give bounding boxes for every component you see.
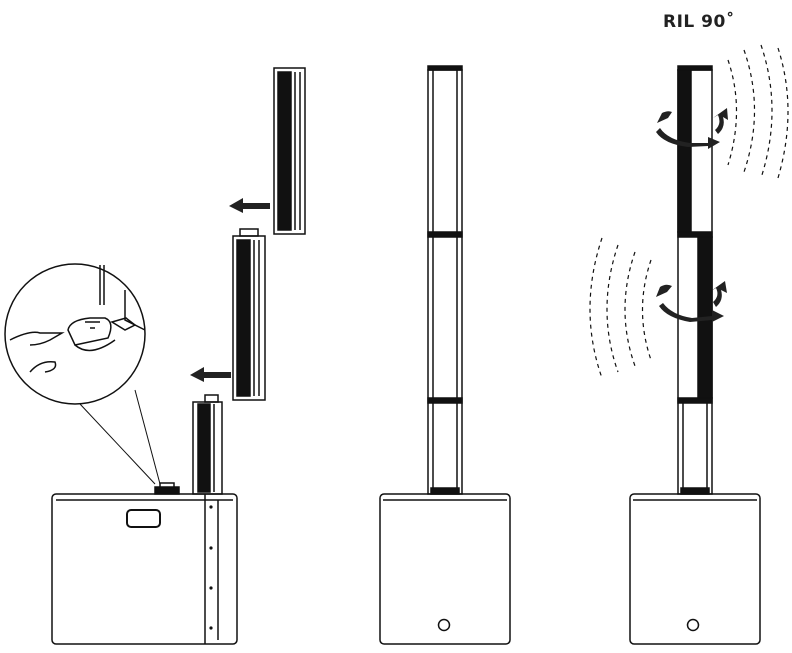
rotation-panel bbox=[589, 44, 789, 645]
subwoofer-front-view bbox=[629, 493, 761, 645]
column-assembled bbox=[427, 65, 463, 495]
column-lower-section bbox=[192, 394, 223, 495]
sound-wave-left bbox=[589, 237, 652, 379]
column-rotated bbox=[677, 65, 713, 495]
arrow-left-icon bbox=[190, 198, 270, 382]
column-top-section bbox=[273, 67, 306, 235]
assembly-panel bbox=[4, 67, 306, 645]
ril-angle-label: RIL 90˚ bbox=[663, 12, 735, 32]
rotate-arrow-icon bbox=[656, 108, 728, 322]
subwoofer-front-view bbox=[379, 493, 511, 645]
column-middle-section bbox=[232, 228, 266, 401]
sound-wave-right bbox=[727, 44, 789, 179]
assembled-panel bbox=[379, 65, 511, 645]
subwoofer-side-view bbox=[51, 482, 238, 645]
magnifier-callout bbox=[4, 263, 161, 485]
